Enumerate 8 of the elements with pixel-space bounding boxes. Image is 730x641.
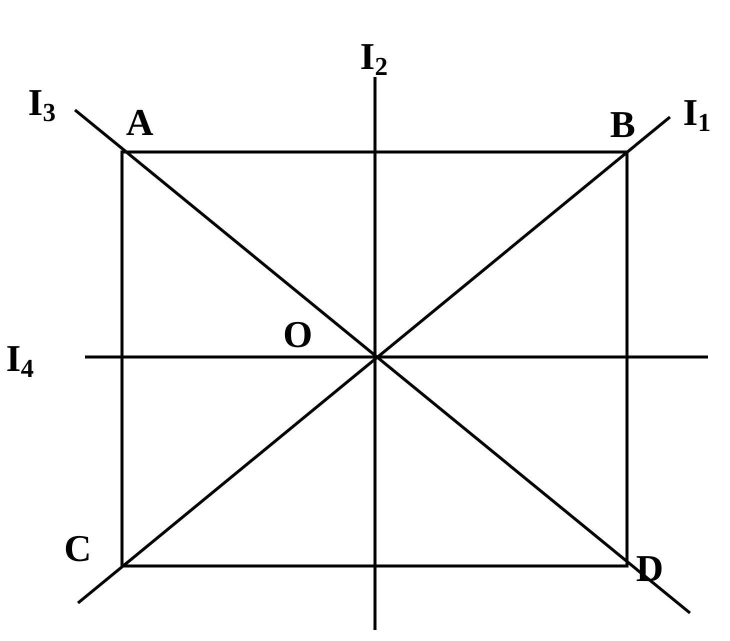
axis-label: I$_{1}$ (683, 94, 711, 136)
axis-label: I$_{3}$ (28, 84, 56, 126)
point-label: C (64, 530, 92, 568)
point-label: O (283, 316, 313, 354)
axis-label: I$_{2}$ (360, 38, 388, 80)
axis-label: I$_{4}$ (6, 340, 34, 382)
point-label: B (610, 106, 636, 144)
point-label: A (126, 104, 154, 142)
